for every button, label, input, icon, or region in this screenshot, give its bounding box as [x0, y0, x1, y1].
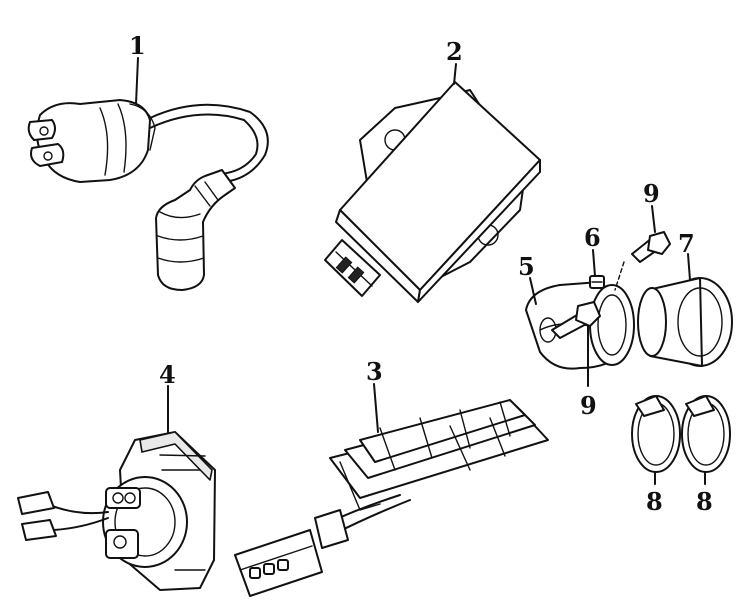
ignition-coil-part	[27, 57, 269, 291]
callout-label-2: 2	[446, 37, 463, 66]
callout-label-5: 5	[518, 252, 535, 281]
callout-label-9-upper: 9	[643, 179, 660, 208]
callout-label-4: 4	[159, 360, 176, 389]
callout-label-7: 7	[678, 229, 695, 258]
callout-label-8-right: 8	[696, 487, 713, 516]
cdi-unit-part	[324, 63, 541, 303]
callout-label-3: 3	[366, 357, 383, 386]
intake-manifold-part	[525, 205, 733, 387]
rectifier-regulator-part	[17, 385, 216, 591]
callout-label-8-left: 8	[646, 487, 663, 516]
hose-clamp-part-a	[631, 395, 681, 485]
hose-clamp-part-b	[681, 395, 731, 485]
resistor-pack-part	[234, 383, 549, 597]
callout-label-1: 1	[129, 31, 146, 60]
callout-label-6: 6	[584, 223, 601, 252]
callout-label-9-lower: 9	[580, 391, 597, 420]
